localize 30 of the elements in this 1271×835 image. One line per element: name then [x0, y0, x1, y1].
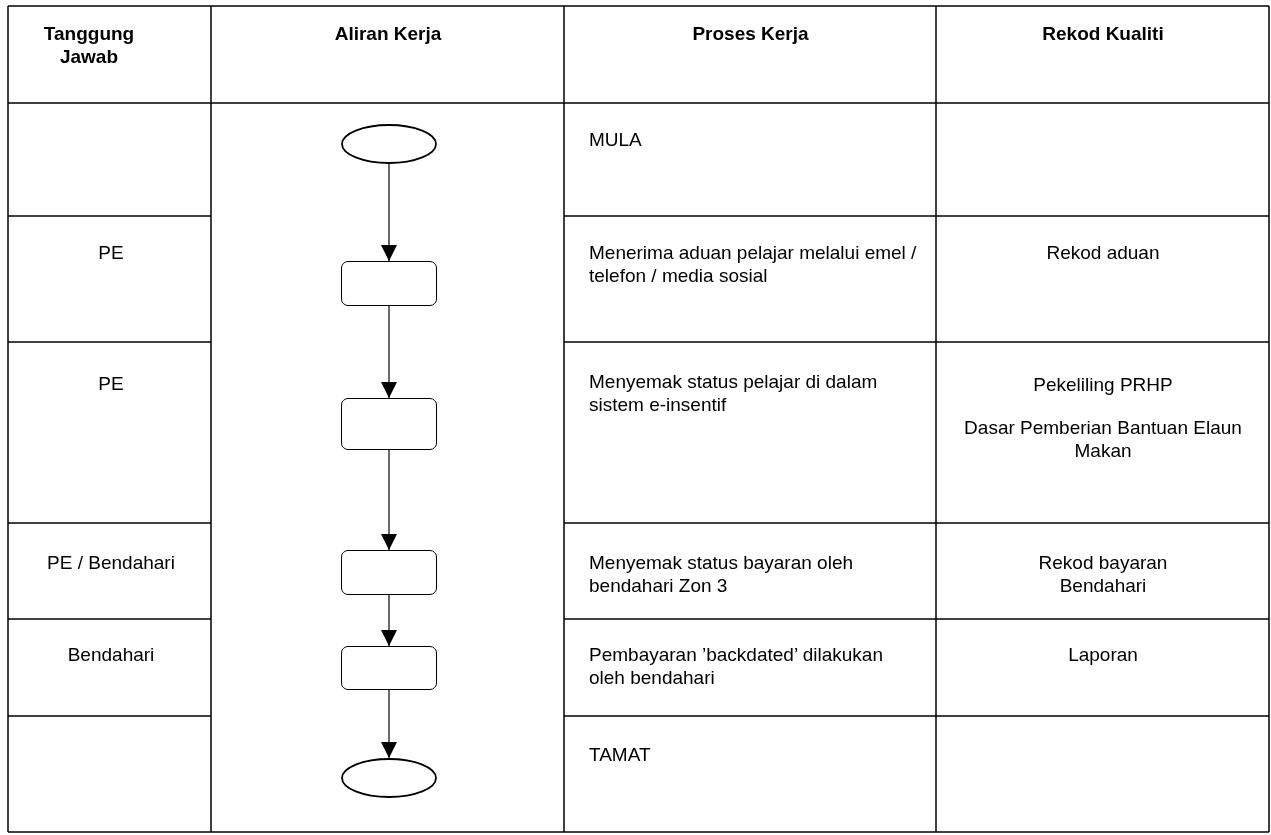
step-label: MULA — [589, 128, 642, 151]
process-box — [341, 646, 437, 690]
quality-record: Rekod bayaran Bendahari — [1037, 551, 1169, 597]
arrow — [381, 594, 397, 647]
process-description: Menyemak status bayaran oleh bendahari Zon 3 — [589, 551, 855, 597]
quality-record: Pekeliling PRHP — [1033, 373, 1173, 396]
process-box — [341, 398, 437, 450]
responsibility-label: PE — [98, 372, 124, 395]
arrow — [381, 449, 397, 551]
process-description: Menyemak status pelajar di dalam sistem e-insentif — [589, 370, 879, 416]
quality-record: Dasar Pemberian Bantuan Elaun Makan — [963, 416, 1243, 462]
responsibility-label: PE — [98, 241, 124, 264]
step-label: TAMAT — [589, 743, 651, 766]
process-description: Pembayaran ’backdated’ dilakukan oleh bendahari — [589, 643, 884, 689]
terminator-ellipse — [341, 124, 437, 164]
terminator-ellipse — [341, 758, 437, 798]
process-box — [341, 261, 437, 306]
column-header: Proses Kerja — [692, 22, 809, 45]
responsibility-label: PE / Bendahari — [46, 551, 176, 574]
arrow — [381, 163, 397, 262]
quality-record: Laporan — [1068, 643, 1138, 666]
column-header: Tanggung Jawab — [42, 22, 136, 68]
arrow — [381, 689, 397, 759]
process-box — [341, 550, 437, 595]
quality-record: Rekod aduan — [1046, 241, 1160, 264]
column-header: Aliran Kerja — [334, 22, 442, 45]
column-header: Rekod Kualiti — [1042, 22, 1164, 45]
responsibility-label: Bendahari — [67, 643, 155, 666]
arrow — [381, 305, 397, 399]
process-description: Menerima aduan pelajar melalui emel / telefon / media sosial — [589, 241, 918, 287]
